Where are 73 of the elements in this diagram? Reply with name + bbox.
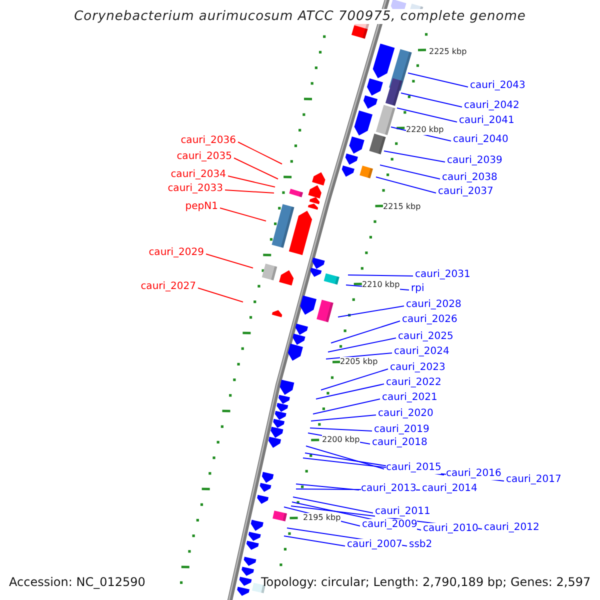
gene-label: cauri_2033 <box>168 183 223 195</box>
leader-line <box>228 176 276 188</box>
gene-label: cauri_2041 <box>459 115 514 127</box>
leader-line <box>310 428 372 432</box>
leader-line <box>326 352 392 360</box>
leader-line <box>380 164 440 180</box>
gene-label: cauri_2013 <box>361 483 416 495</box>
scale-label: 2225 kbp <box>429 47 467 57</box>
gene-label: cauri_2012 <box>484 522 540 534</box>
gene-label: cauri_2020 <box>378 408 434 420</box>
footer-text: Accession: NC_012590 <box>9 575 146 589</box>
leader-line <box>220 208 266 222</box>
gene-label: cauri_2035 <box>176 151 232 163</box>
leader-line <box>310 414 376 422</box>
gene-label: cauri_2025 <box>398 331 454 343</box>
leader-line <box>306 446 384 470</box>
gene-label: cauri_2028 <box>406 299 462 311</box>
gene-label: cauri_2010 <box>423 523 478 535</box>
gene-label: cauri_2021 <box>382 392 438 404</box>
gene-label: rpi <box>411 283 424 295</box>
leader-line <box>292 496 374 514</box>
leader-line <box>348 274 414 276</box>
gene-label: pepN1 <box>185 201 218 213</box>
leader-line <box>338 306 404 318</box>
gene-label: cauri_2014 <box>422 483 478 495</box>
leader-line <box>400 92 462 108</box>
gene-label: cauri_2037 <box>438 186 494 198</box>
gene-label: cauri_2036 <box>180 135 236 147</box>
gene-label: cauri_2039 <box>447 155 502 167</box>
leader-line <box>198 288 244 302</box>
gene-label: cauri_2029 <box>148 247 204 259</box>
gene-label: cauri_2022 <box>386 377 442 389</box>
leader-line <box>234 158 278 180</box>
scale-label: 2205 kbp <box>340 357 378 367</box>
leader-line <box>376 176 436 194</box>
leader-line <box>224 190 274 194</box>
gene-label: cauri_2031 <box>415 269 470 281</box>
gene-label: cauri_2042 <box>464 100 520 112</box>
gene-label: cauri_2016 <box>446 468 502 480</box>
gene-label: cauri_2019 <box>374 424 430 436</box>
gene-label: cauri_2038 <box>442 172 498 184</box>
scale-label: 2215 kbp <box>383 202 421 212</box>
leader-line <box>206 254 254 268</box>
gene-label: cauri_2026 <box>402 314 458 326</box>
leader-line <box>312 398 380 414</box>
leader-line <box>384 150 446 162</box>
title: Corynebacterium aurimucosum ATCC 700975, complete genome <box>74 9 526 24</box>
scale-label: 2210 kbp <box>362 280 400 290</box>
leader-line <box>238 142 282 164</box>
leader-line <box>396 108 458 122</box>
scale-label: 2220 kbp <box>406 125 444 135</box>
leader-line <box>316 384 384 400</box>
gene-label: cauri_2043 <box>470 80 526 92</box>
gene-label: cauri_2015 <box>386 462 442 474</box>
leader-line <box>408 72 468 88</box>
gene-label: cauri_2027 <box>140 281 196 293</box>
leader-line <box>328 338 396 352</box>
gene-label: cauri_2034 <box>170 169 226 181</box>
gene-label: cauri_2009 <box>362 519 418 531</box>
gene-label: cauri_2007 <box>347 539 402 551</box>
leader-line <box>296 484 360 490</box>
gene-label: cauri_2024 <box>394 346 450 358</box>
leader-line <box>320 368 388 390</box>
gene-label: cauri_2011 <box>375 506 430 518</box>
leader-line <box>284 536 346 546</box>
leader-line <box>330 320 400 344</box>
footer-text: Topology: circular; Length: 2,790,189 bp; Genes: 2,597 <box>261 575 591 589</box>
gene-label: cauri_2018 <box>372 437 428 449</box>
gene-label: cauri_2023 <box>390 362 446 374</box>
scale-label: 2195 kbp <box>303 513 341 523</box>
scale-label: 2200 kbp <box>322 435 360 445</box>
gene-label: cauri_2040 <box>453 134 508 146</box>
gene-label: cauri_2017 <box>506 474 562 486</box>
